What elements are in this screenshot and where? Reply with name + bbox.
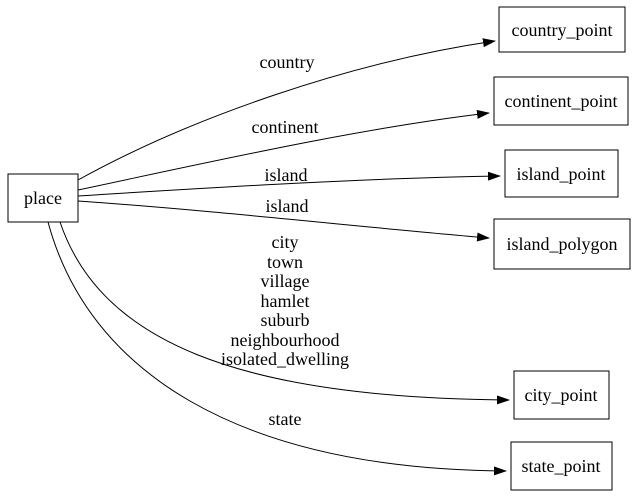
- node-label-place: place: [24, 188, 62, 208]
- edge-label-village: village: [261, 271, 310, 291]
- edge-label-town: town: [267, 252, 303, 272]
- edge-label-continent: continent: [252, 117, 319, 137]
- edge-place-state_point: [47, 221, 507, 476]
- edge-label-suburb: suburb: [261, 310, 310, 330]
- edge-label-isolated-dwelling: isolated_dwelling: [221, 349, 349, 369]
- edge-place-city_point: [59, 221, 510, 405]
- node-label-state_point: state_point: [522, 456, 601, 476]
- node-place: place: [7, 173, 79, 223]
- edges-layer: [47, 38, 510, 476]
- edge-labels-layer: country continent island island city tow…: [221, 52, 349, 429]
- node-island_point: island_point: [504, 149, 619, 198]
- node-box-place: [7, 173, 79, 223]
- node-state_point: state_point: [510, 441, 613, 491]
- edge-label-state: state: [269, 409, 302, 429]
- node-box-island_polygon: [493, 218, 631, 270]
- node-continent_point: continent_point: [493, 76, 629, 126]
- node-label-island_polygon: island_polygon: [507, 234, 618, 254]
- edge-label-country: country: [260, 52, 315, 72]
- node-label-city_point: city_point: [525, 385, 598, 405]
- edge-place-island_polygon: [77, 200, 490, 242]
- edge-label-city: city: [272, 232, 299, 252]
- node-city_point: city_point: [513, 370, 610, 420]
- edge-label-island-2: island: [266, 196, 309, 216]
- node-country_point: country_point: [498, 6, 626, 53]
- node-box-island_point: [504, 149, 619, 198]
- node-label-island_point: island_point: [517, 164, 606, 184]
- edge-place-continent_point: [77, 109, 490, 191]
- edge-label-neighbourhood: neighbourhood: [231, 330, 340, 350]
- node-box-state_point: [510, 441, 613, 491]
- node-box-city_point: [513, 370, 610, 420]
- node-box-continent_point: [493, 76, 629, 126]
- node-island_polygon: island_polygon: [493, 218, 631, 270]
- edge-place-country_point: [77, 38, 496, 181]
- edge-place-island_point: [77, 171, 501, 197]
- node-box-country_point: [498, 6, 626, 53]
- nodes-layer: place country_point continent_point isla…: [7, 6, 631, 491]
- edge-label-hamlet: hamlet: [261, 291, 310, 311]
- node-label-continent_point: continent_point: [505, 91, 618, 111]
- node-label-country_point: country_point: [512, 20, 613, 40]
- edge-label-island: island: [265, 165, 308, 185]
